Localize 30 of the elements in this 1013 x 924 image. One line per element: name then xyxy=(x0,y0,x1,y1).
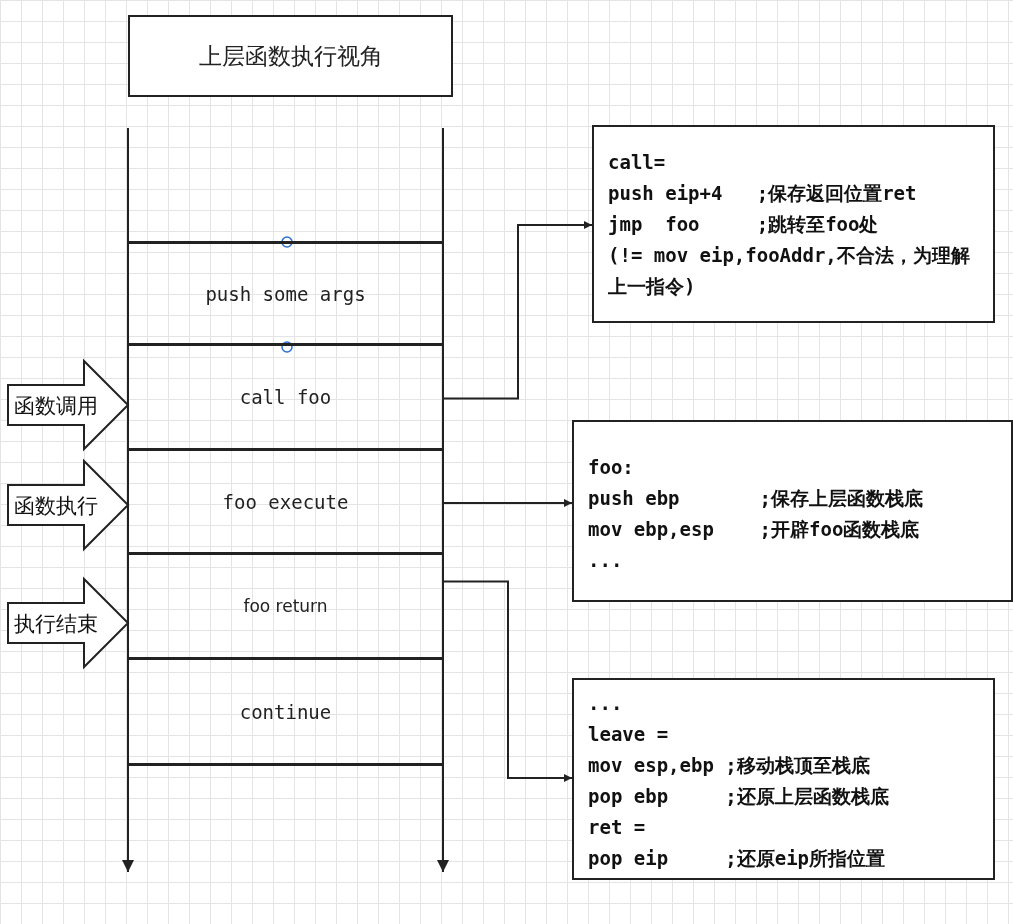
code-line: (!= mov eip,fooAddr,不合法，为理解上一指令) xyxy=(608,243,971,299)
stack-band xyxy=(128,241,443,346)
connector-arrow xyxy=(442,221,593,400)
code-line: ret = xyxy=(588,815,647,840)
arrow-label: 函数执行 xyxy=(14,493,98,520)
code-box xyxy=(572,420,1013,602)
code-box xyxy=(592,125,995,323)
code-line: push ebp ;保存上层函数栈底 xyxy=(588,486,925,511)
code-line: call= xyxy=(608,150,667,175)
code-line: mov esp,ebp ;移动栈顶至栈底 xyxy=(588,753,871,778)
band-label: foo return xyxy=(243,596,328,616)
connector-arrow xyxy=(442,499,573,507)
code-line: mov ebp,esp ;开辟foo函数栈底 xyxy=(588,517,921,542)
code-line: jmp foo ;跳转至foo处 xyxy=(608,212,880,237)
arrow-label: 函数调用 xyxy=(14,393,98,420)
code-line: foo: xyxy=(588,455,635,480)
code-line: push eip+4 ;保存返回位置ret xyxy=(608,181,918,206)
arrow-label: 执行结束 xyxy=(14,611,98,638)
code-line: ... xyxy=(588,548,624,573)
band-label: call foo xyxy=(239,386,332,408)
band-label: foo execute xyxy=(222,490,349,513)
code-line: pop eip ;还原eip所指位置 xyxy=(588,846,887,871)
band-label: push some args xyxy=(205,282,366,305)
title-box: 上层函数执行视角 xyxy=(128,15,453,97)
connector-arrow xyxy=(442,580,573,782)
band-label: continue xyxy=(239,700,332,723)
code-line: leave = xyxy=(588,722,670,747)
code-line: pop ebp ;还原上层函数栈底 xyxy=(588,784,890,809)
code-box xyxy=(572,678,995,880)
code-line: ... xyxy=(588,691,624,716)
